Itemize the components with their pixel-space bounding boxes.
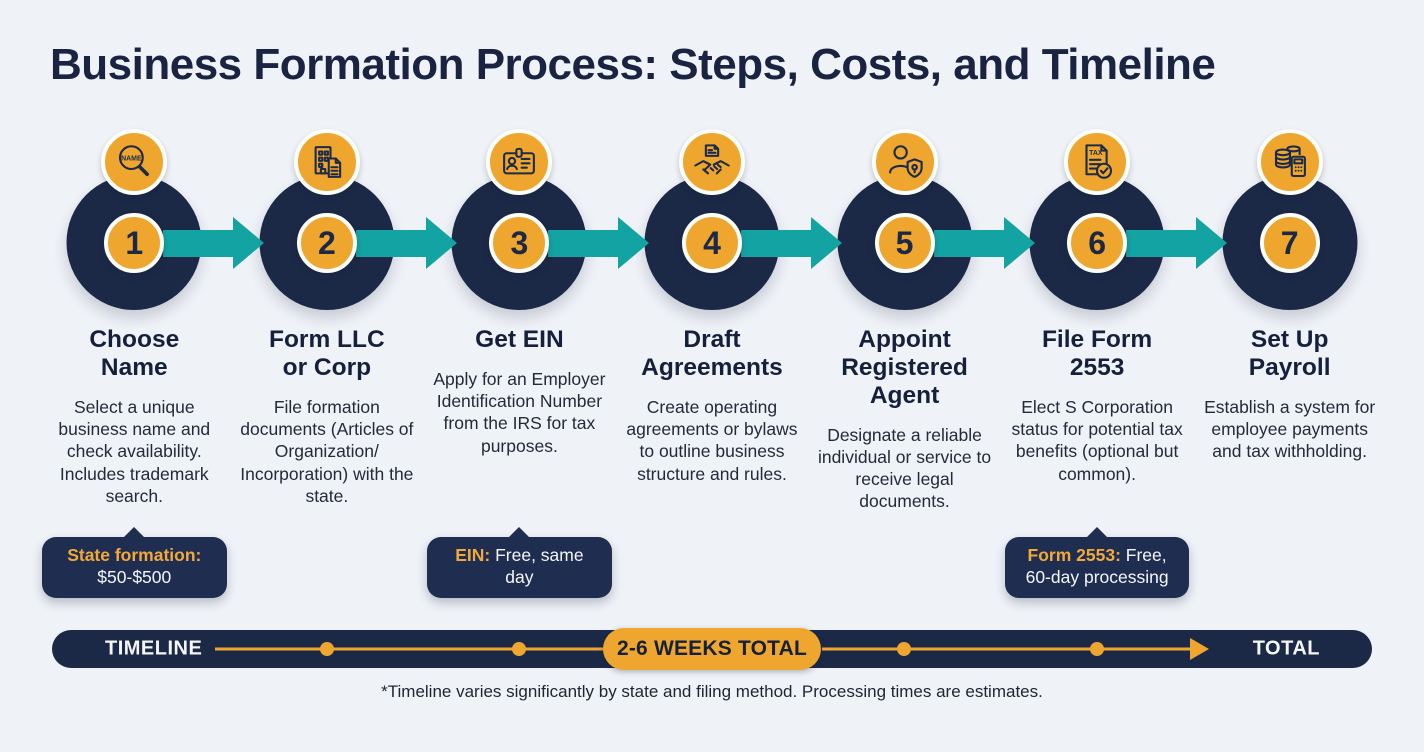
step-description: Establish a system for employee payments… [1204, 396, 1376, 462]
arrow-icon [934, 217, 1035, 269]
cost-badge-label: State formation: [67, 544, 202, 565]
step-description: Designate a reliable individual or servi… [817, 424, 992, 512]
step-number: 7 [1259, 213, 1320, 273]
handshake-document-icon [678, 129, 745, 195]
step-title: Form LLC or Corp [269, 326, 385, 381]
step-graphic-2: 2 [231, 128, 424, 320]
name-search-icon: NAME [101, 129, 168, 195]
step-title: Set Up Payroll [1248, 326, 1331, 381]
svg-text:NAME: NAME [121, 155, 142, 162]
coins-calculator-icon [1256, 129, 1323, 195]
step-description: Select a unique business name and check … [58, 396, 211, 506]
arrow-icon [741, 217, 842, 269]
step-column-6: File Form 2553 Elect S Corporation statu… [1001, 326, 1194, 598]
page-title: Business Formation Process: Steps, Costs… [50, 40, 1216, 89]
step-column-1: Choose Name Select a unique business nam… [38, 326, 231, 598]
timeline-bar: TIMELINE 2-6 WEEKS TOTAL TOTAL [52, 628, 1372, 670]
timeline-dot [512, 642, 526, 656]
svg-text:TAX: TAX [1089, 150, 1103, 157]
timeline-left-label: TIMELINE [105, 637, 203, 660]
step-column-4: Draft Agreements Create operating agreem… [616, 326, 809, 598]
tax-form-check-icon: TAX [1064, 129, 1131, 195]
step-number: 5 [874, 213, 935, 273]
process-text-row: Choose Name Select a unique business nam… [38, 326, 1386, 598]
step-number: 2 [296, 213, 357, 273]
timeline-dot [897, 642, 911, 656]
timeline-right-label: TOTAL [1252, 637, 1320, 660]
timeline-dot [1090, 642, 1104, 656]
timeline-total-pill: 2-6 WEEKS TOTAL [603, 628, 821, 670]
cost-badge-label: Form 2553: [1027, 544, 1121, 565]
cost-badge-value: $50-$500 [97, 567, 172, 588]
step-number: 4 [681, 213, 742, 273]
timeline-arrowhead-icon [1190, 638, 1209, 660]
step-description: Apply for an Employer Identification Num… [433, 368, 606, 456]
cost-badge: EIN: Free, same day [427, 536, 612, 598]
cost-badge-value: Free, same day [495, 544, 584, 588]
arrow-icon [356, 217, 457, 269]
arrow-icon [163, 217, 264, 269]
step-graphic-4: 4 [616, 128, 809, 320]
cost-badge: State formation: $50-$500 [42, 536, 227, 598]
step-column-7: Set Up Payroll Establish a system for em… [1193, 326, 1386, 598]
registered-agent-shield-icon [871, 129, 938, 195]
step-number: 6 [1067, 213, 1128, 273]
step-title: Choose Name [89, 326, 180, 381]
arrow-icon [548, 217, 649, 269]
building-documents-icon [293, 129, 360, 195]
process-graphics-row: NAME 1 2 [38, 128, 1386, 320]
step-description: File formation documents (Articles of Or… [240, 396, 414, 506]
step-column-5: Appoint Registered Agent Designate a rel… [808, 326, 1001, 598]
step-graphic-7: 7 [1193, 128, 1386, 320]
step-title: Get EIN [475, 326, 564, 353]
timeline-line [822, 647, 1194, 651]
step-number: 3 [489, 213, 550, 273]
footnote: *Timeline varies significantly by state … [381, 682, 1043, 701]
step-column-3: Get EIN Apply for an Employer Identifica… [423, 326, 616, 598]
timeline-line [215, 647, 605, 651]
id-card-icon [486, 129, 553, 195]
step-title: File Form 2553 [1041, 326, 1153, 381]
step-column-2: Form LLC or Corp File formation document… [231, 326, 424, 598]
cost-badge: Form 2553: Free, 60-day processing [1004, 536, 1190, 598]
step-number: 1 [104, 213, 165, 273]
arrow-icon [1126, 217, 1227, 269]
step-title: Appoint Registered Agent [841, 326, 968, 409]
timeline-dot [320, 642, 334, 656]
cost-badge-label: EIN: [455, 544, 491, 565]
step-title: Draft Agreements [641, 326, 783, 381]
step-description: Elect S Corporation status for potential… [1011, 396, 1183, 484]
step-description: Create operating agreements or bylaws to… [626, 396, 798, 484]
cost-badge-value: Free, 60-day processing [1025, 544, 1169, 588]
